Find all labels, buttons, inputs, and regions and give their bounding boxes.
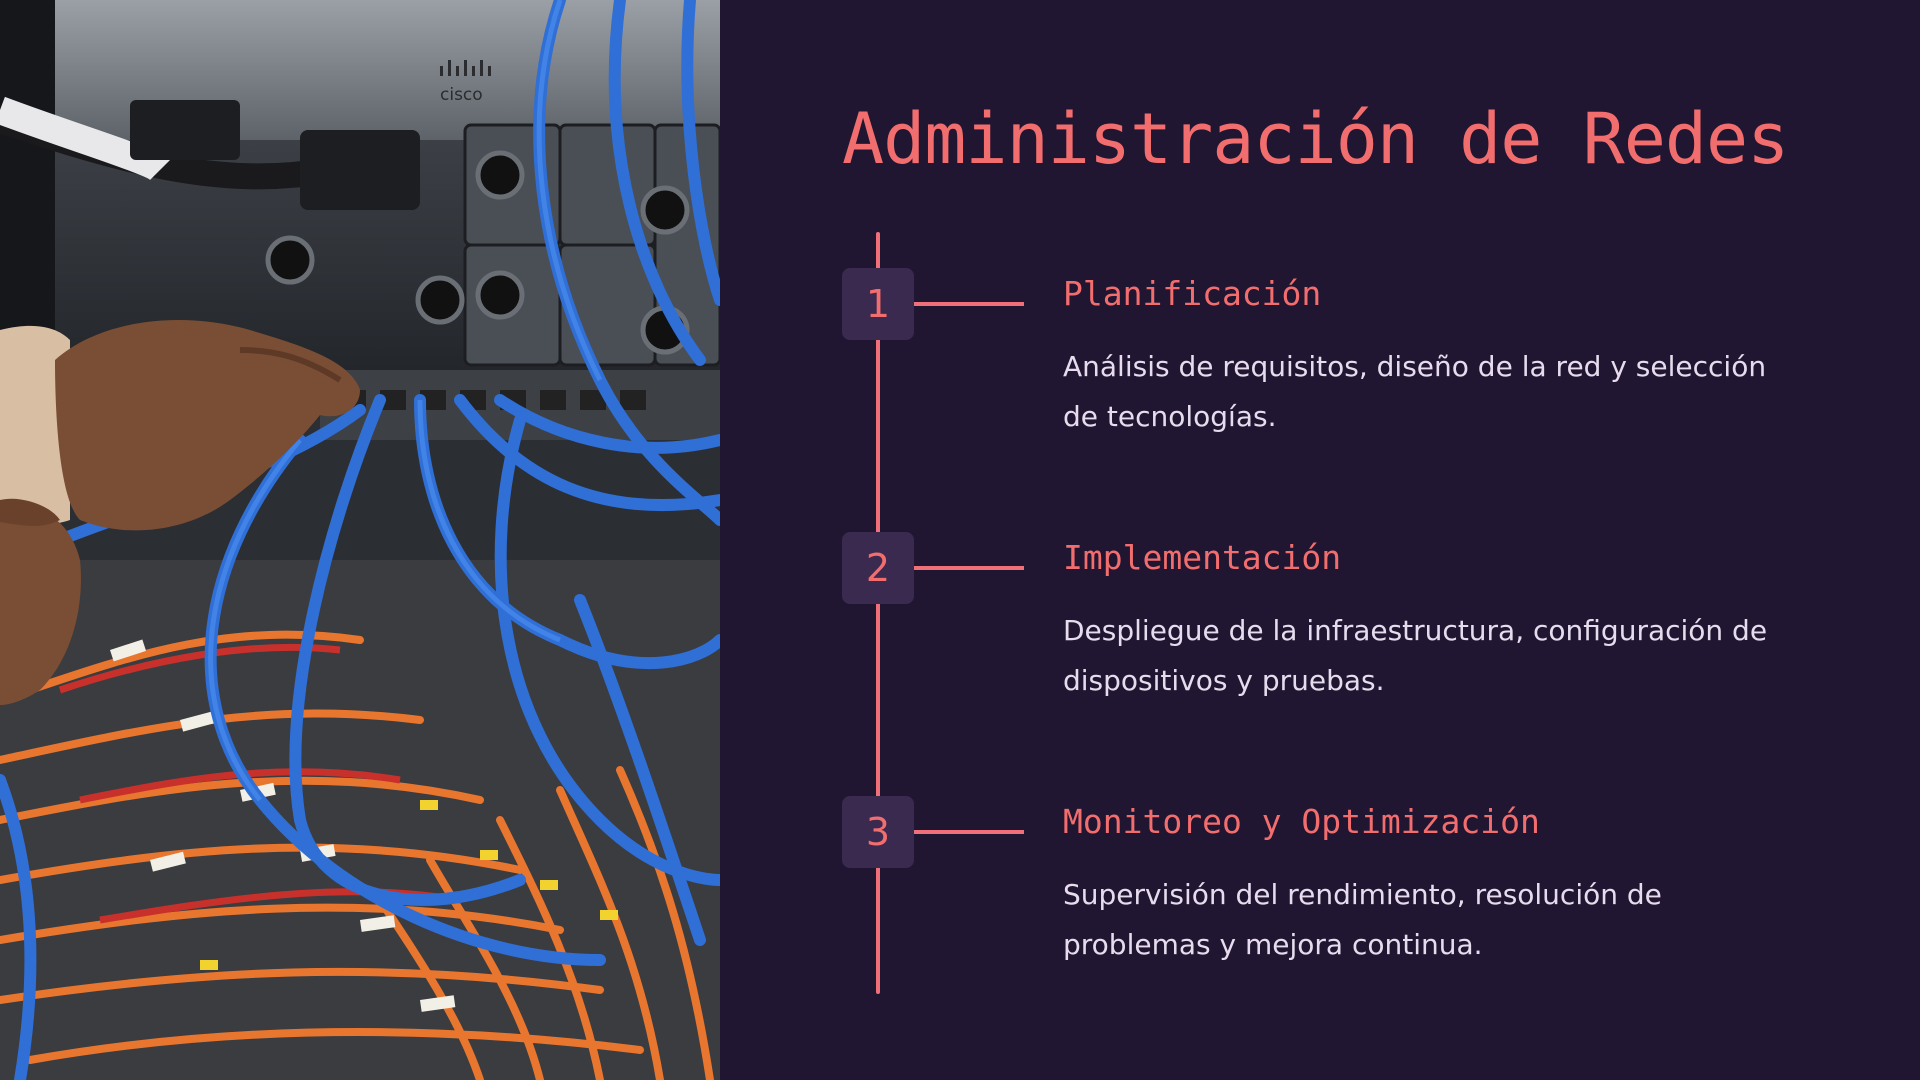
step-description: Despliegue de la infraestructura, config… xyxy=(1063,614,1768,697)
step-connector-line xyxy=(914,830,1024,834)
timeline-step: 2 Implementación Despliegue de la infrae… xyxy=(0,532,1920,752)
cisco-logo xyxy=(440,60,491,76)
step-number-badge: 3 xyxy=(842,796,914,868)
step-title: Planificación xyxy=(1063,274,1322,313)
step-number-badge: 2 xyxy=(842,532,914,604)
step-title: Monitoreo y Optimización xyxy=(1063,802,1540,841)
cisco-logo-text: cisco xyxy=(440,85,483,105)
network-rack-photo: cisco xyxy=(0,0,720,1080)
step-title: Implementación xyxy=(1063,538,1342,577)
step-description: Análisis de requisitos, diseño de la red… xyxy=(1063,350,1767,433)
timeline-step: 3 Monitoreo y Optimización Supervisión d… xyxy=(0,796,1920,1016)
step-connector-line xyxy=(914,302,1024,306)
step-connector-line xyxy=(914,566,1024,570)
timeline-line xyxy=(876,232,880,994)
step-number-badge: 1 xyxy=(842,268,914,340)
slide-title: Administración de Redes xyxy=(842,98,1789,180)
step-description: Supervisión del rendimiento, resolución … xyxy=(1063,878,1662,961)
timeline-step: 1 Planificación Análisis de requisitos, … xyxy=(0,268,1920,488)
